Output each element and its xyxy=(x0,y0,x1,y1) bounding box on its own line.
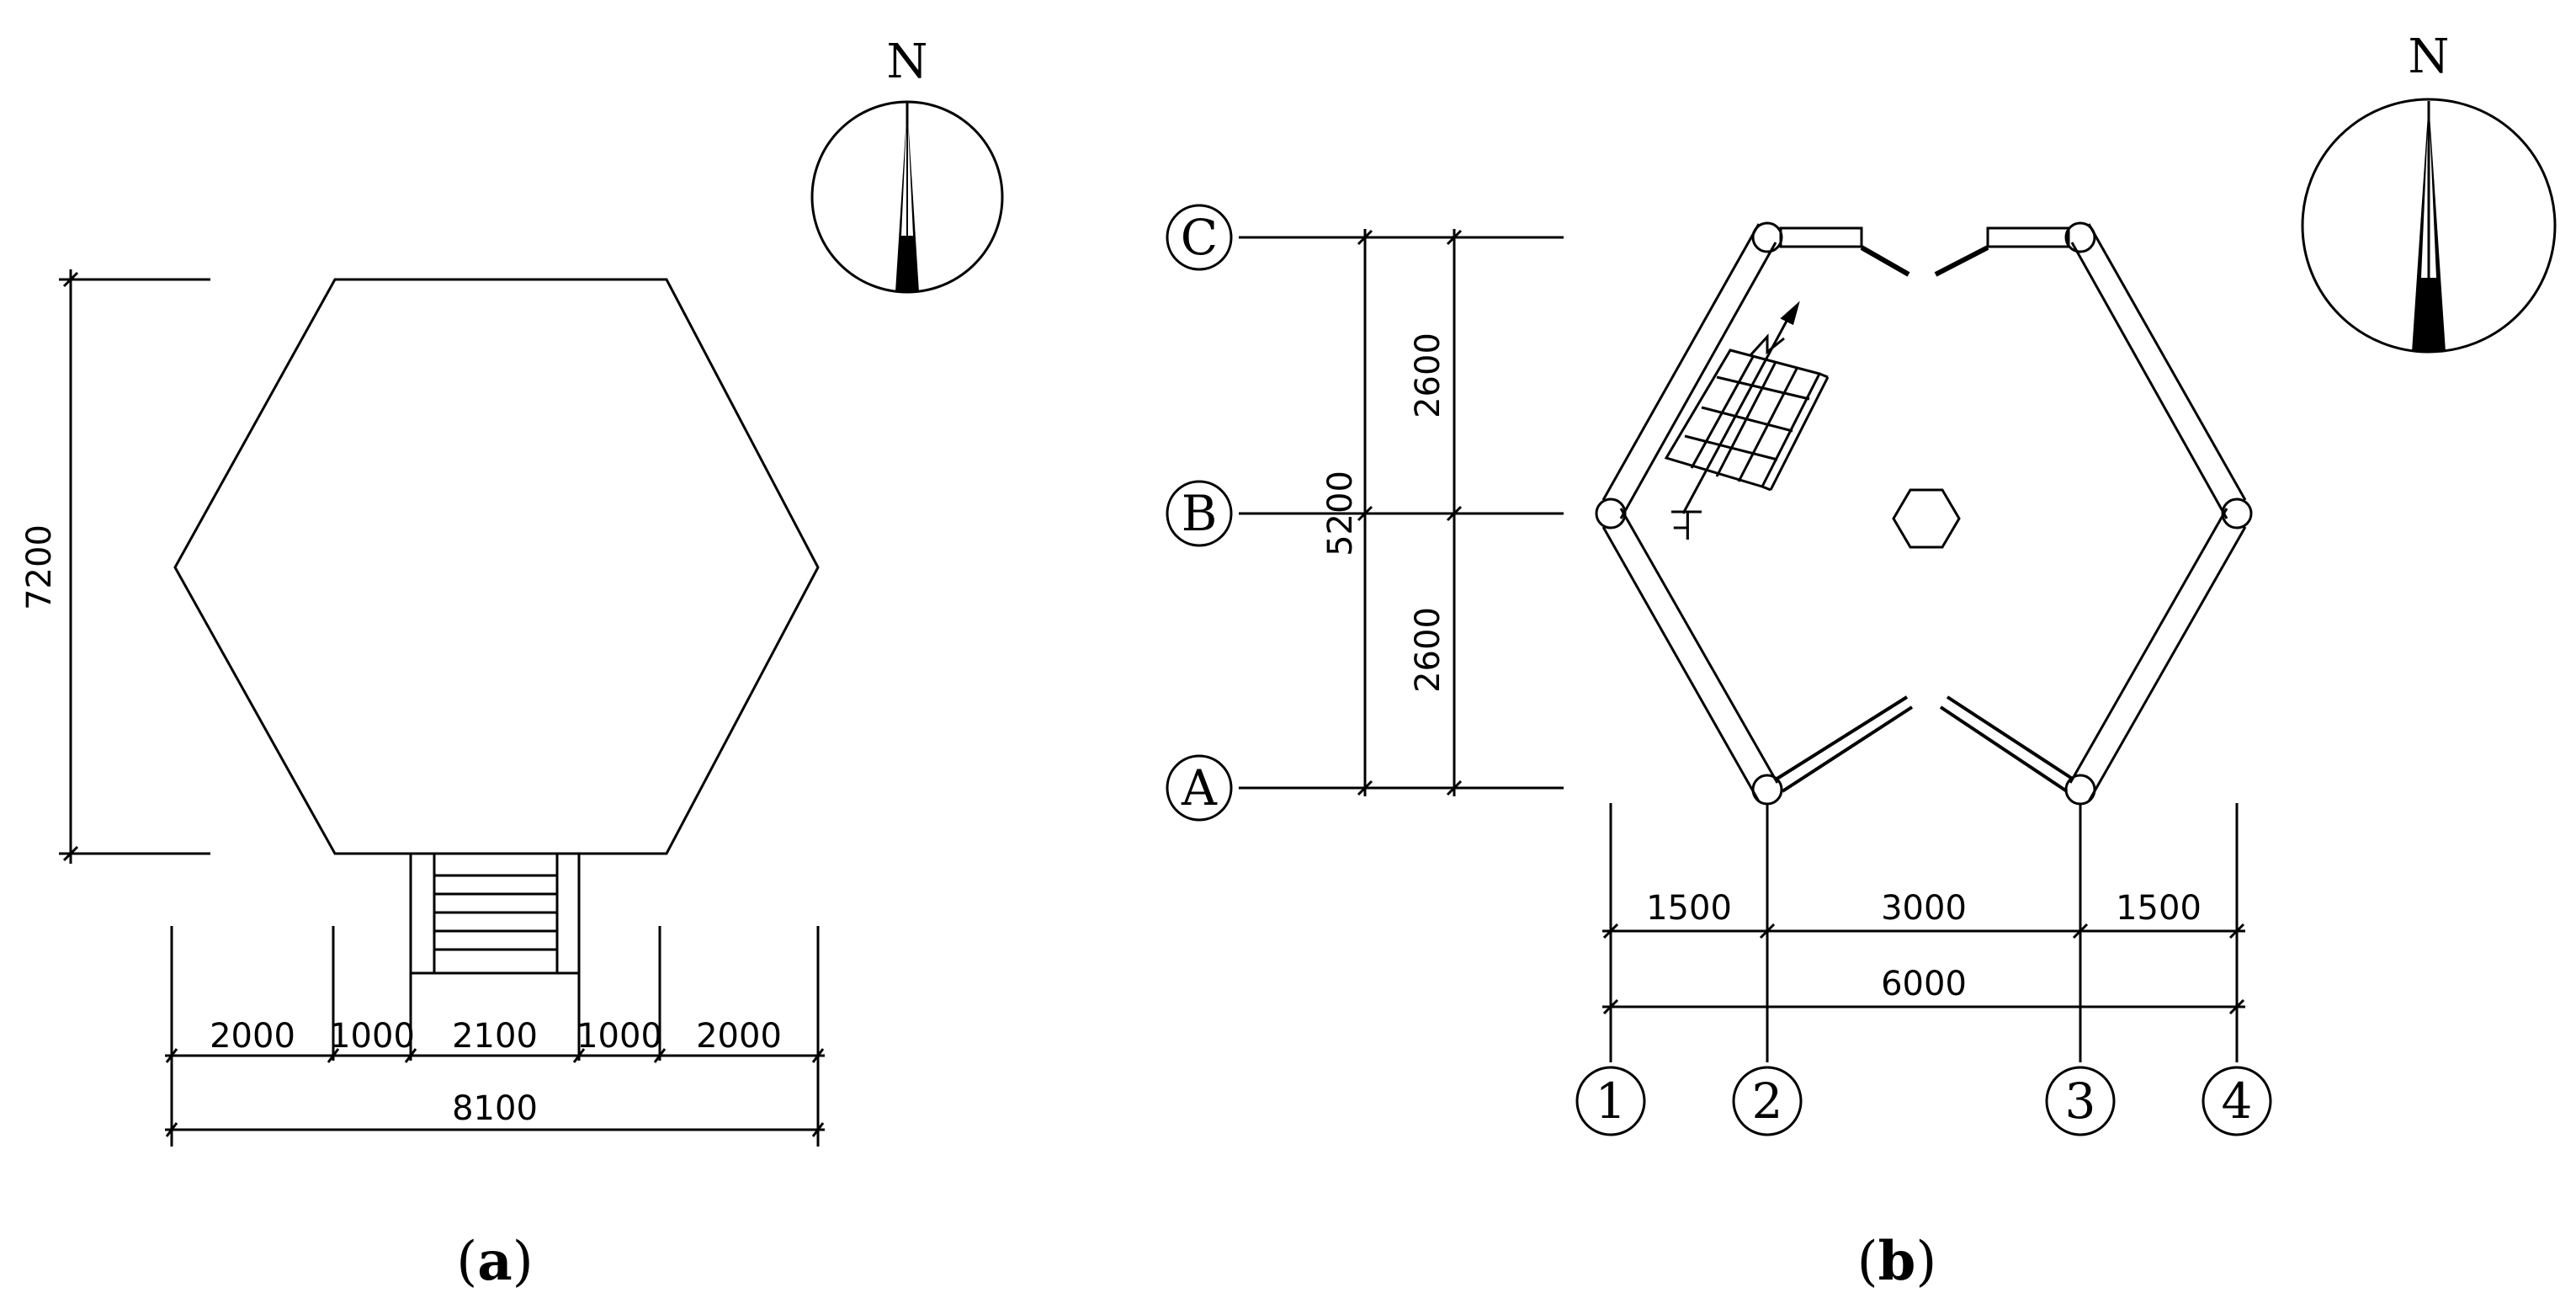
grid-label-3: 3 xyxy=(2065,1072,2096,1130)
dim-label-h1: 1500 xyxy=(1646,889,1732,928)
dimension-height xyxy=(59,269,210,864)
grid-label-a: A xyxy=(1181,759,1218,817)
dim-label-seg5: 2000 xyxy=(696,1017,782,1056)
north-arrow-a xyxy=(810,100,1004,294)
pavilion-columns xyxy=(1595,221,2253,806)
dim-label-total-v: 5200 xyxy=(1321,471,1360,556)
grid-label-1: 1 xyxy=(1596,1072,1627,1130)
pavilion-walls xyxy=(1601,223,2247,802)
grid-bubble-a xyxy=(1166,754,1233,822)
caption-a: (a) xyxy=(456,1230,533,1293)
dim-label-seg2: 1000 xyxy=(329,1017,415,1056)
caption-b: (b) xyxy=(1857,1230,1937,1293)
panel-b xyxy=(1166,98,2557,1136)
grid-bubble-4 xyxy=(2202,1066,2272,1136)
grid-label-4: 4 xyxy=(2222,1072,2253,1130)
north-label-a: N xyxy=(887,35,928,89)
stair xyxy=(409,852,581,975)
grid-label-b: B xyxy=(1182,485,1218,542)
interior-stair xyxy=(1664,301,1830,514)
dim-label-total: 8100 xyxy=(452,1089,538,1128)
panel-a xyxy=(59,100,1004,1147)
dim-label-seg3: 2100 xyxy=(452,1017,538,1056)
dim-label-bottom: 2600 xyxy=(1409,607,1447,693)
north-arrow-b xyxy=(2301,98,2557,354)
grid-bubble-1 xyxy=(1575,1066,1646,1136)
grid-bubble-c xyxy=(1166,204,1233,271)
dim-label-top: 2600 xyxy=(1409,333,1447,418)
hexagon-outline xyxy=(173,278,820,855)
stair-label: 上 xyxy=(1670,503,1703,542)
north-label-b: N xyxy=(2409,29,2450,84)
dim-label-seg1: 2000 xyxy=(210,1017,295,1056)
dim-label-total-h: 6000 xyxy=(1881,965,1967,1003)
grid-bubble-2 xyxy=(1732,1066,1803,1136)
dimension-horizontal-b xyxy=(1602,803,2245,1062)
dim-label-seg4: 1000 xyxy=(576,1017,662,1056)
grid-label-c: C xyxy=(1181,209,1218,266)
center-hexagon xyxy=(1892,488,1961,549)
dimension-width xyxy=(165,926,825,1147)
grid-label-2: 2 xyxy=(1752,1072,1783,1130)
dim-label-height: 7200 xyxy=(20,524,59,610)
dim-label-h2: 3000 xyxy=(1881,889,1967,928)
grid-bubble-b xyxy=(1166,480,1233,547)
dim-label-h3: 1500 xyxy=(2116,889,2202,928)
grid-bubble-3 xyxy=(2045,1066,2116,1136)
